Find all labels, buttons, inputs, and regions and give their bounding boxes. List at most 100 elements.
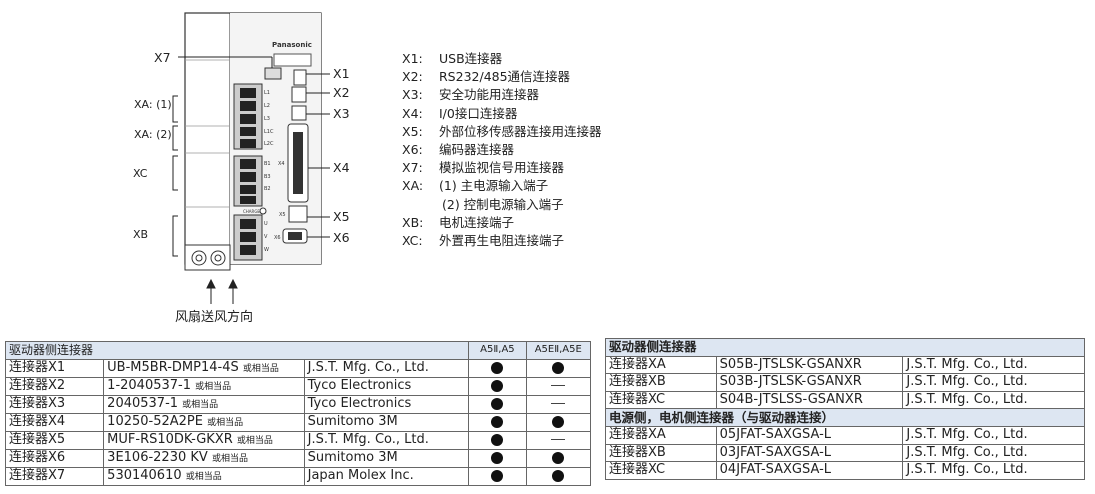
terminal-label-v: V: [264, 234, 268, 240]
equivalent-note: 或相当品: [242, 363, 279, 374]
legend-row: XC:外置再生电阻连接端子: [402, 233, 565, 249]
panel-label-x5: X5: [279, 212, 286, 218]
connector-name: 连接器XB: [605, 373, 717, 392]
supported-dot-icon: [491, 379, 504, 392]
a5e-support-cell: [525, 358, 592, 378]
part-number: 2040537-1: [107, 395, 179, 411]
part-number: 10250-52A2PE: [107, 413, 203, 429]
charge-label: CHARGE: [243, 209, 260, 214]
equivalent-note: 或相当品: [236, 435, 273, 446]
equivalent-note: 或相当品: [185, 471, 222, 482]
manufacturer: J.S.T. Mfg. Co., Ltd.: [902, 355, 1085, 375]
manufacturer: Sumitomo 3M: [303, 412, 470, 432]
a5e-support-cell: [525, 412, 592, 432]
section-header-drive-side: 驱动器侧连接器: [605, 338, 1085, 357]
part-number: 3E106-2230 KV: [107, 449, 208, 465]
x7-connector: [264, 67, 282, 80]
legend-row: X6:编码器连接器: [402, 142, 515, 158]
equivalent-note: 或相当品: [182, 399, 219, 410]
callout-x1: X1: [333, 66, 350, 81]
a5-support-cell: [468, 358, 527, 378]
part-number: 04JFAT-SAXGSA-L: [715, 461, 904, 480]
terminal-label-u: U: [264, 221, 268, 227]
not-supported-dash-icon: [551, 385, 566, 387]
terminal-label-l2c: L2C: [264, 141, 274, 147]
callout-x4: X4: [333, 160, 350, 175]
manufacturer: J.S.T. Mfg. Co., Ltd.: [902, 461, 1085, 480]
callout-x2: X2: [333, 85, 350, 100]
connector-name: 连接器X4: [4, 412, 105, 432]
supported-dot-icon: [491, 397, 504, 410]
callout-xa2: XA: (2): [134, 128, 172, 141]
connector-name: 连接器XB: [605, 443, 717, 463]
terminal-label-w: W: [264, 247, 269, 253]
manufacturer: Tyco Electronics: [303, 394, 470, 414]
connector-name: 连接器XA: [605, 425, 717, 445]
callout-xa1: XA: (1): [134, 98, 172, 111]
a5-support-cell: [468, 430, 527, 450]
terminal-label-b1: B1: [264, 161, 271, 167]
not-supported-dash-icon: [551, 439, 566, 441]
connector-name: 连接器XC: [605, 461, 717, 480]
callout-xb: XB: [133, 228, 148, 241]
connector-name: 连接器X3: [4, 394, 105, 414]
connector-legend: X1:USB连接器 X2:RS232/485通信连接器 X3:安全功能用连接器 …: [402, 50, 602, 250]
manufacturer: J.S.T. Mfg. Co., Ltd.: [303, 430, 470, 450]
legend-row: (2) 控制电源输入端子: [442, 196, 564, 212]
x1-connector: [293, 69, 307, 86]
a5-support-cell: [468, 412, 527, 432]
x4-connector: [287, 123, 309, 203]
x6-connector: [282, 228, 308, 244]
xa-terminal-block: [233, 83, 263, 150]
a5e-support-cell: [525, 430, 592, 450]
part-number-cell: 2040537-1 或相当品: [103, 394, 305, 414]
manufacturer: J.S.T. Mfg. Co., Ltd.: [902, 443, 1085, 463]
part-number: 05JFAT-SAXGSA-L: [715, 425, 904, 445]
table-header-row: 驱动器侧连接器 A5Ⅱ,A5 A5EⅡ,A5E: [4, 341, 592, 360]
panel-label-x6: X6: [274, 235, 281, 241]
connector-name: 连接器XC: [605, 390, 717, 410]
charge-lamp: [259, 207, 267, 215]
manufacturer: Tyco Electronics: [303, 376, 470, 396]
section-header-power-motor-side: 电源侧，电机侧连接器（与驱动器连接）: [605, 408, 1085, 427]
fan-direction-label: 风扇送风方向: [175, 309, 253, 325]
callout-xc: XC: [133, 167, 148, 180]
terminal-label-b3: B3: [264, 174, 271, 180]
connector-name: 连接器X7: [4, 466, 105, 486]
part-number: 530140610: [107, 467, 182, 483]
callout-x3: X3: [333, 106, 350, 121]
part-number: S03B-JTSLSK-GSANXR: [715, 373, 904, 392]
a5-support-cell: [468, 466, 527, 486]
callout-x6: X6: [333, 230, 350, 245]
xb-terminal-block: [233, 214, 263, 261]
connector-name: 连接器X1: [4, 358, 105, 378]
terminal-label-l2: L2: [264, 103, 270, 109]
terminal-label-l3: L3: [264, 116, 270, 122]
table-title: 驱动器侧连接器: [4, 341, 470, 360]
panel-label-x4: X4: [278, 161, 285, 167]
supported-dot-icon: [552, 415, 565, 428]
terminal-label-l1c: L1C: [264, 129, 274, 135]
xc-terminal-block: [233, 155, 263, 207]
legend-row: X7:模拟监视信号用连接器: [402, 160, 565, 176]
legend-row: X5:外部位移传感器连接用连接器: [402, 123, 602, 139]
side-vents: [185, 59, 230, 208]
airflow-arrows: [206, 278, 238, 304]
connector-name: 连接器X2: [4, 376, 105, 396]
a5e-support-cell: [525, 376, 592, 396]
a5-support-cell: [468, 448, 527, 468]
callout-x5: X5: [333, 209, 350, 224]
part-number-cell: 530140610 或相当品: [103, 466, 305, 486]
status-display: [273, 53, 312, 67]
